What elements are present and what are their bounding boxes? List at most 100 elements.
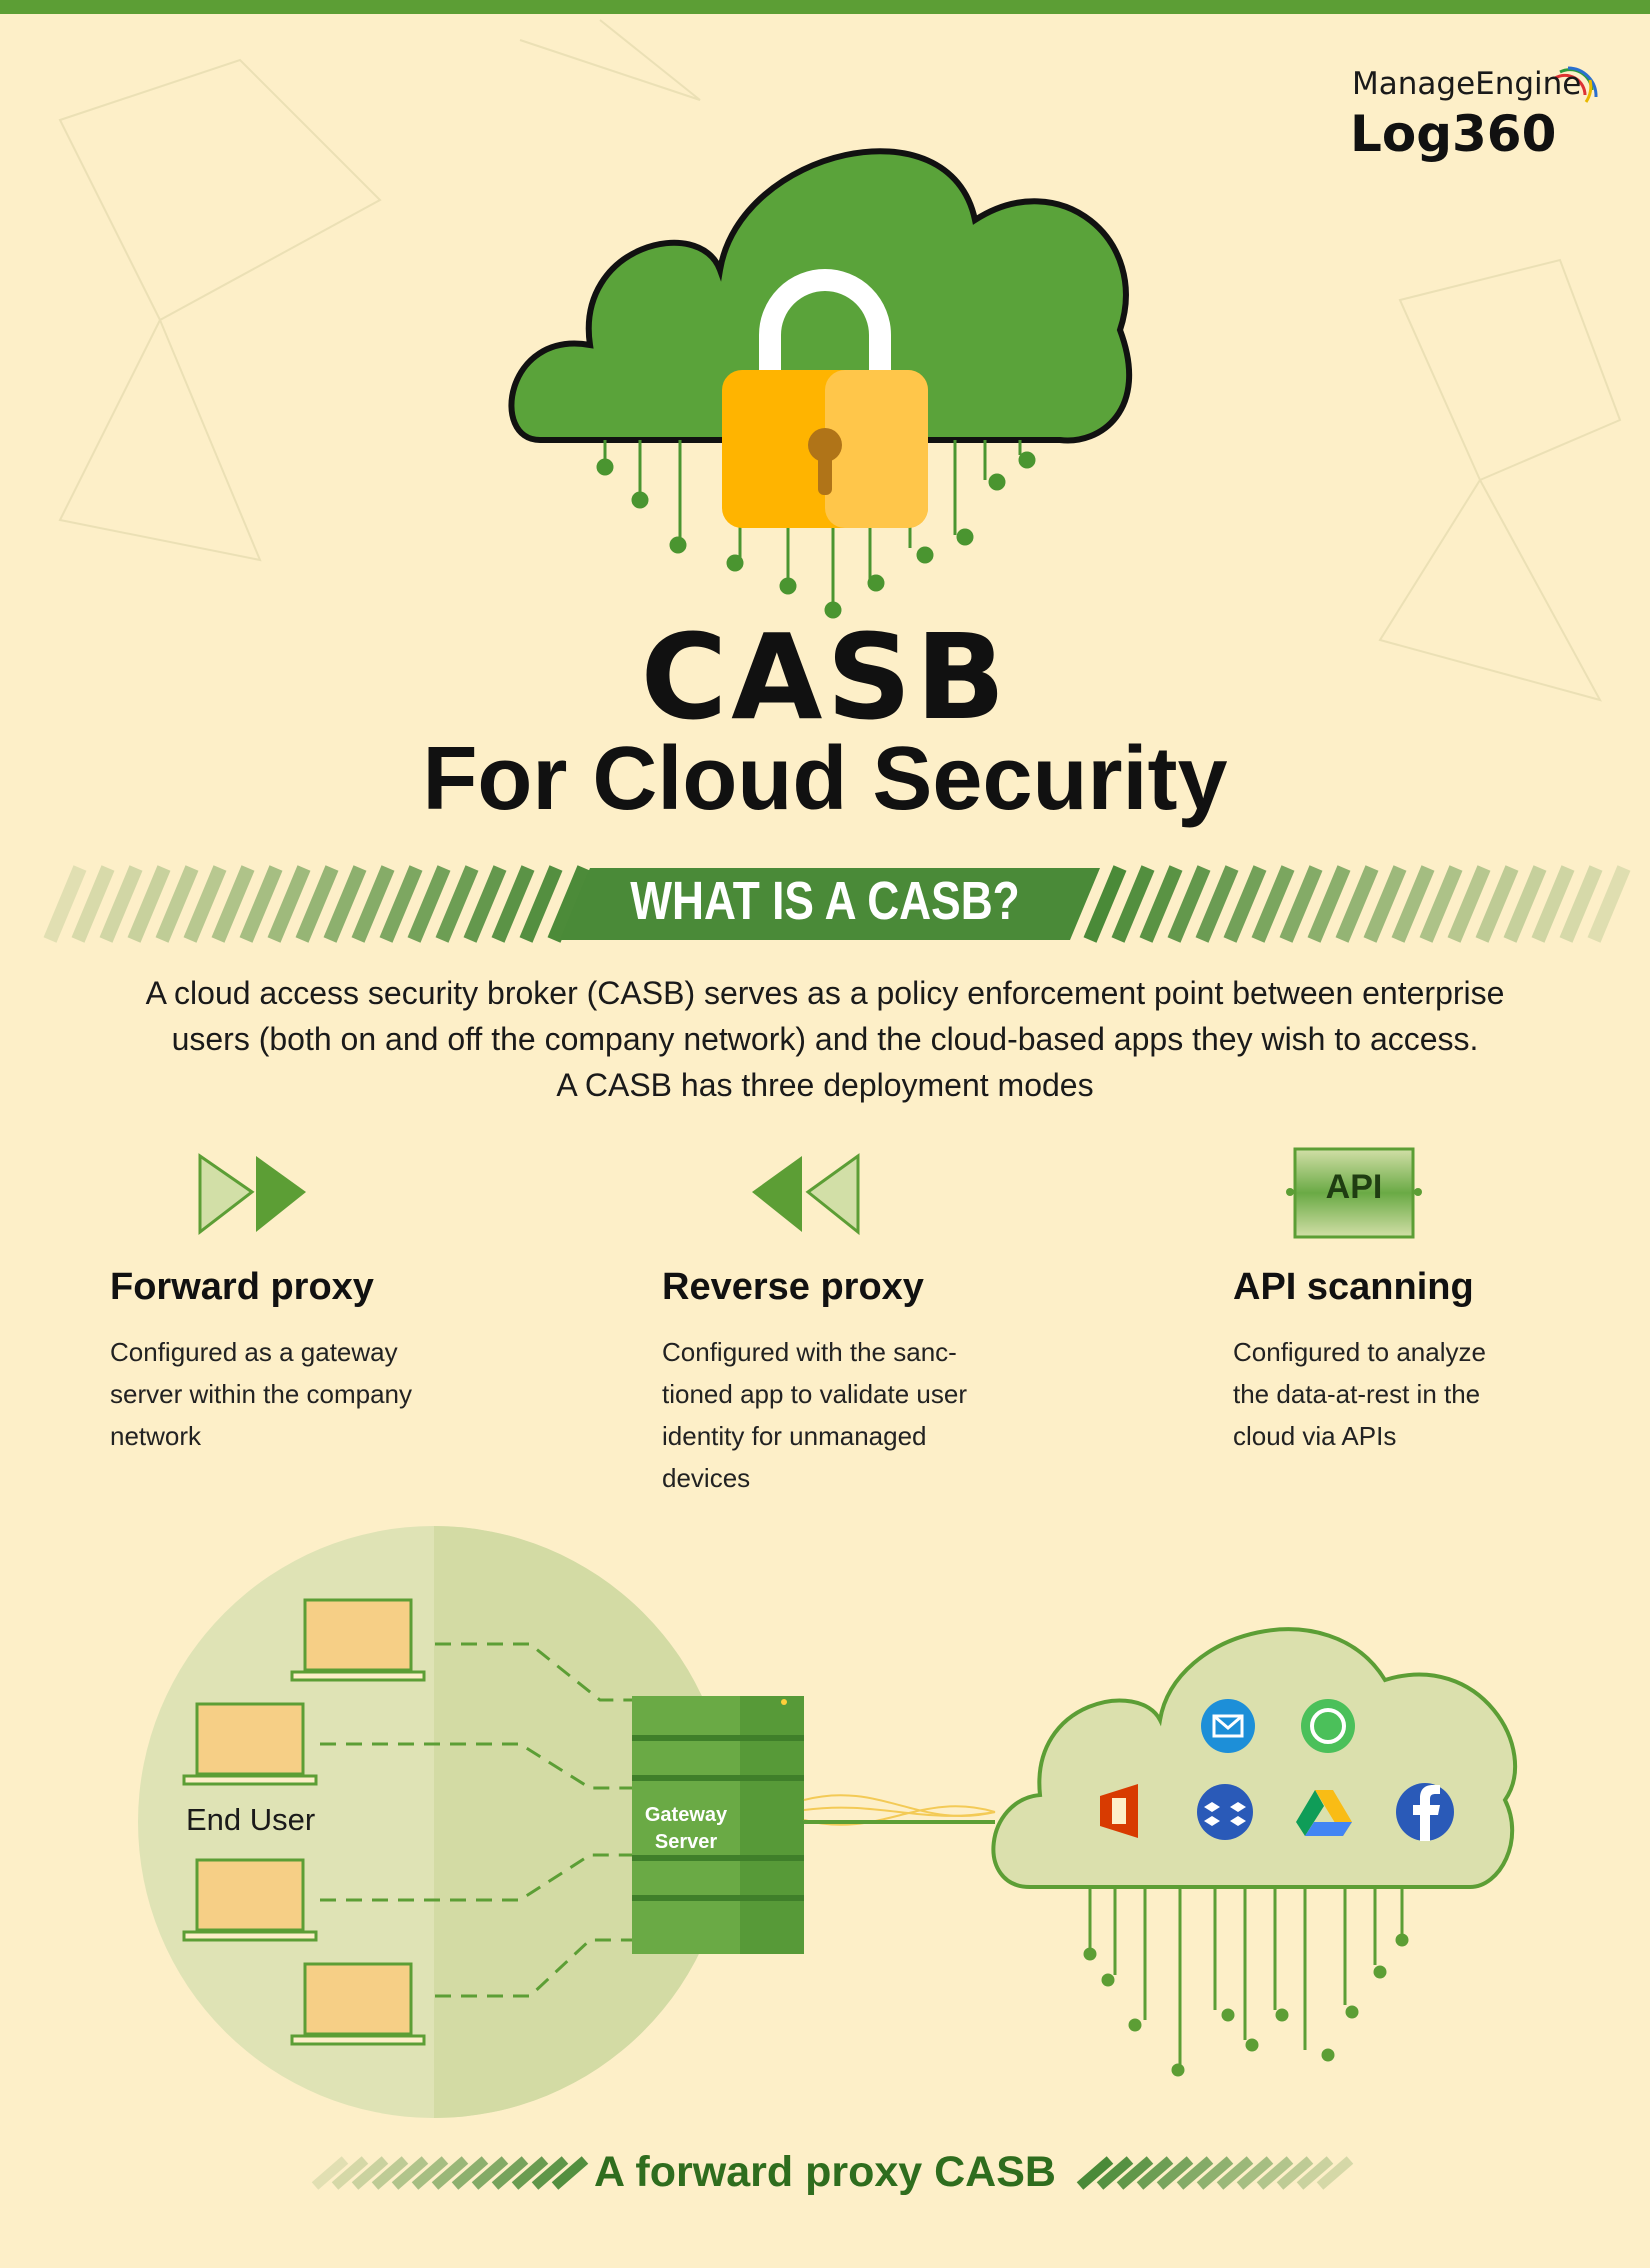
stripe (1223, 865, 1267, 943)
mode-description: Configured with the sanc-tioned app to v… (662, 1337, 967, 1493)
page-title: CASB (640, 608, 1010, 746)
stripe (127, 865, 171, 943)
intro-paragraph: A cloud access security broker (CASB) se… (60, 970, 1590, 1108)
whatsapp-icon (1301, 1699, 1355, 1753)
dropbox-icon (1197, 1784, 1253, 1840)
stripe (1139, 865, 1183, 943)
stripe (1083, 865, 1127, 943)
stripe (1251, 865, 1295, 943)
stripe (331, 2156, 369, 2190)
circuit-traces (596, 440, 1036, 619)
stripe (1419, 865, 1463, 943)
stripe (1276, 2156, 1314, 2190)
stripe (547, 865, 591, 943)
stripe (1503, 865, 1547, 943)
stripe (1111, 865, 1155, 943)
stripe (351, 865, 395, 943)
stripe (511, 2156, 549, 2190)
stripe (71, 865, 115, 943)
stripe (1279, 865, 1323, 943)
brand-product: Log360 (1350, 105, 1557, 163)
intro-line: A cloud access security broker (CASB) se… (145, 975, 1505, 1011)
mode-title: Reverse proxy (662, 1266, 924, 1308)
diagram-caption: A forward proxy CASB (594, 2148, 1056, 2196)
stripe (463, 865, 507, 943)
stripe (1076, 2156, 1114, 2190)
stripe (1316, 2156, 1354, 2190)
stripe (311, 2156, 349, 2190)
stripe (1196, 2156, 1234, 2190)
stripe (295, 865, 339, 943)
mode-title: API scanning (1233, 1266, 1474, 1308)
stripe (371, 2156, 409, 2190)
stripe (1195, 865, 1239, 943)
stripe (323, 865, 367, 943)
mode-reverse-proxy: Reverse proxy Configured with the sanc-t… (662, 1266, 1022, 1499)
email-icon (1201, 1699, 1255, 1753)
connection-lines (320, 1642, 632, 1998)
stripe (1167, 865, 1211, 943)
footer-stripes (311, 2156, 1354, 2190)
stripe (211, 865, 255, 943)
stripe (183, 865, 227, 943)
api-icon-label: API (1325, 1168, 1383, 1206)
background-network-pattern (58, 19, 1622, 702)
stripe (1559, 865, 1603, 943)
stripe (43, 865, 87, 943)
office-icon (1100, 1784, 1138, 1838)
stripe (491, 865, 535, 943)
stripe (435, 865, 479, 943)
stripe (1136, 2156, 1174, 2190)
traffic-lines (803, 1794, 996, 1826)
api-icon (1286, 1147, 1422, 1239)
intro-line: A CASB has three deployment modes (556, 1067, 1094, 1103)
page-subtitle: For Cloud Security (422, 729, 1228, 829)
forward-proxy-diagram (138, 1526, 1517, 2118)
top-accent-bar (0, 0, 1650, 14)
manageengine-logo-icon (1554, 66, 1598, 103)
laptop-icon (182, 1598, 426, 2046)
cloud-circuits (1083, 1887, 1409, 2077)
cloud-shape (508, 148, 1133, 444)
stripe (1531, 865, 1575, 943)
stripe (1256, 2156, 1294, 2190)
stripe (379, 865, 423, 943)
section-banner (43, 865, 1631, 943)
stripe (1335, 865, 1379, 943)
stripe (239, 865, 283, 943)
stripe (1391, 865, 1435, 943)
stripe (411, 2156, 449, 2190)
lock-shackle (759, 269, 891, 380)
stripe (407, 865, 451, 943)
stripe (391, 2156, 429, 2190)
end-user-label: End User (186, 1802, 316, 1837)
section-heading: WHAT IS A CASB? (630, 871, 1020, 931)
stripe (451, 2156, 489, 2190)
reverse-arrows-icon (752, 1153, 860, 1236)
stripe (1216, 2156, 1254, 2190)
stripe (351, 2156, 389, 2190)
stripe (1236, 2156, 1274, 2190)
stripe (1307, 865, 1351, 943)
stripe (1587, 865, 1631, 943)
stripe (551, 2156, 589, 2190)
stripe (531, 2156, 569, 2190)
stripe (471, 2156, 509, 2190)
brand-company: ManageEngine (1352, 66, 1582, 102)
facebook-icon (1396, 1783, 1454, 1841)
stripe (519, 865, 563, 943)
stripe (1363, 865, 1407, 943)
google-drive-icon (1296, 1790, 1352, 1836)
stripe (1116, 2156, 1154, 2190)
stripe (491, 2156, 529, 2190)
stripe (1447, 865, 1491, 943)
mode-title: Forward proxy (110, 1266, 374, 1308)
gateway-server-icon (632, 1696, 804, 1954)
stripe (155, 865, 199, 943)
stripe (431, 2156, 469, 2190)
